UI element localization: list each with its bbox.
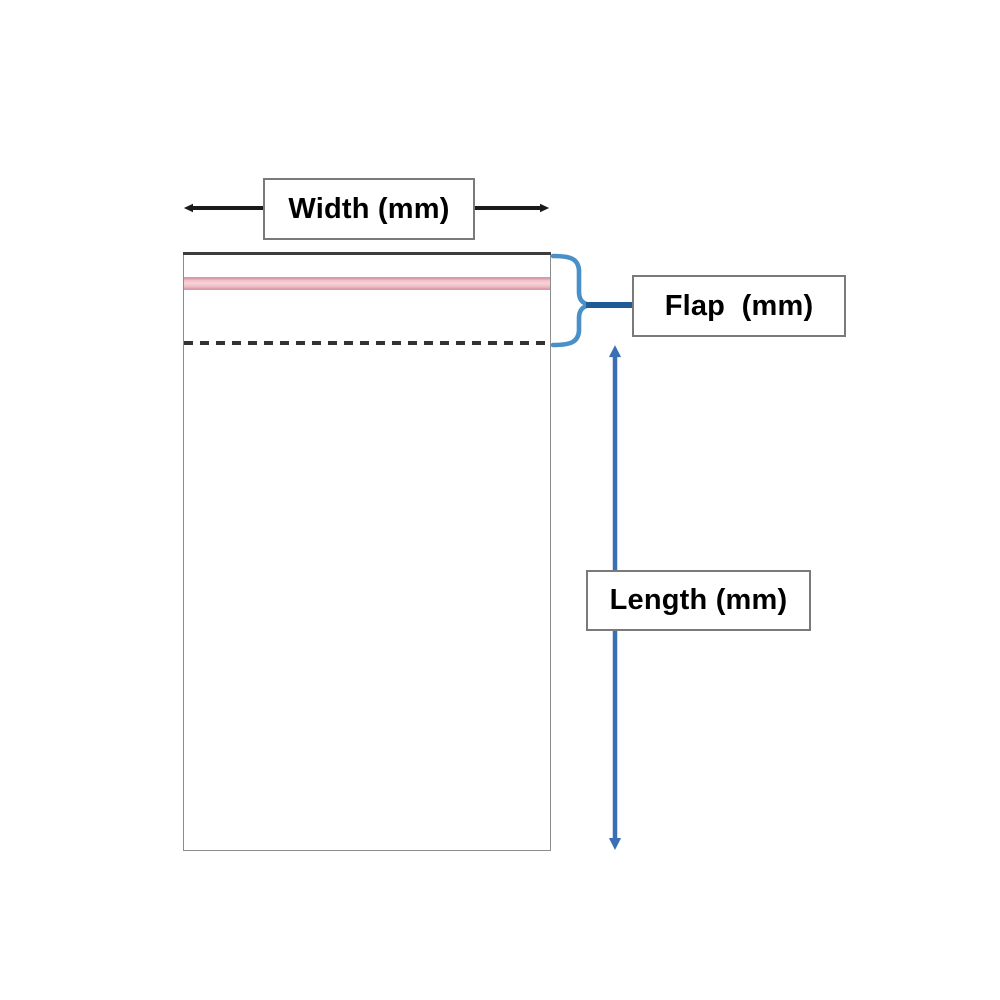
adhesive-seal-strip: [184, 277, 550, 290]
bag-body: [183, 253, 551, 851]
flap-label-box: Flap (mm): [632, 275, 846, 337]
flap-dimension-brace: [550, 253, 632, 348]
bag-top-edge: [183, 252, 551, 255]
perforation-fold-line: [184, 341, 551, 345]
width-label-text: Width (mm): [288, 192, 450, 225]
length-label-box: Length (mm): [586, 570, 811, 631]
length-label-text: Length (mm): [609, 584, 788, 616]
flap-label-text: Flap (mm): [664, 289, 814, 322]
width-label-box: Width (mm): [263, 178, 475, 240]
